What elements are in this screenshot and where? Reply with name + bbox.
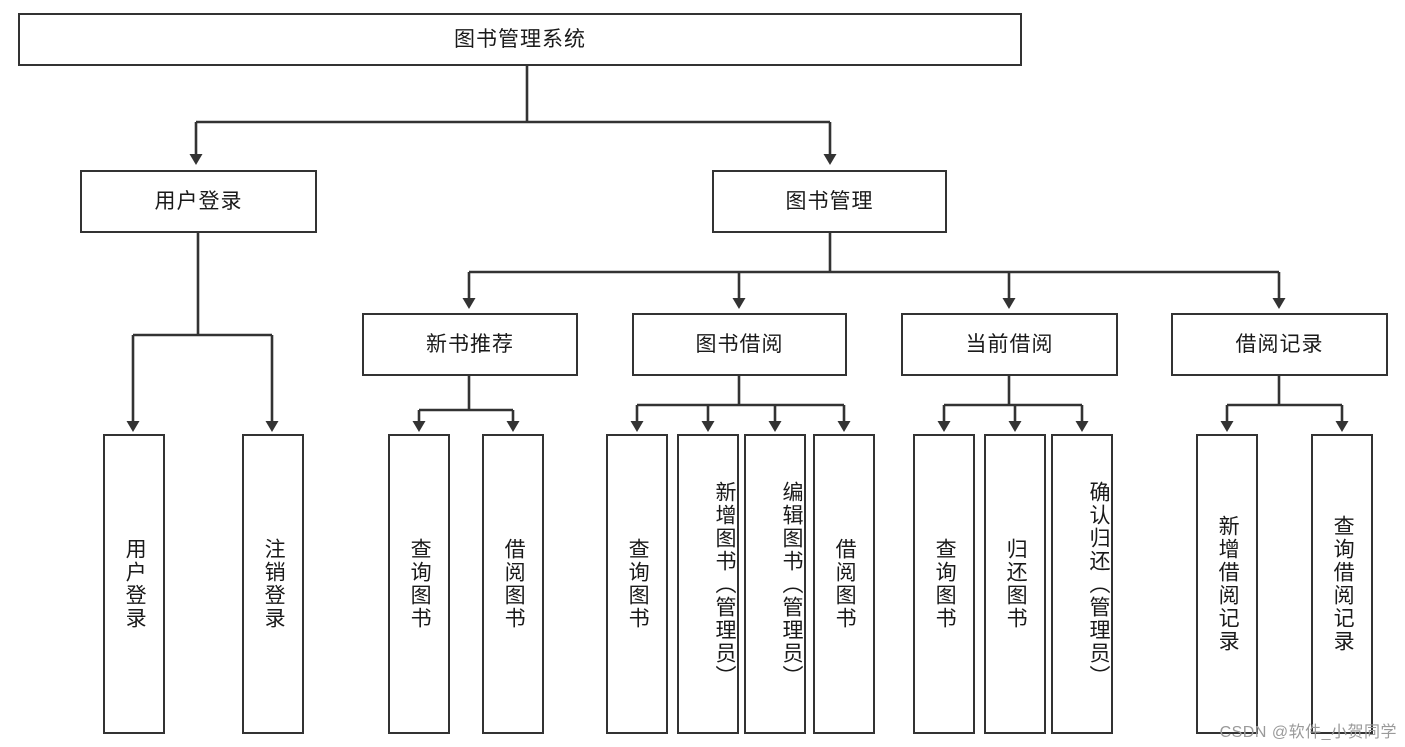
node-borrow-records-label: 借阅记录 <box>1235 332 1324 356</box>
node-book-management[interactable]: 图书管理 <box>712 170 947 233</box>
node-current-borrow-label: 当前借阅 <box>965 332 1054 356</box>
leaf-edit-book[interactable]: 编辑图书（管理员） <box>744 434 806 734</box>
node-new-book-recommend-label: 新书推荐 <box>426 332 514 356</box>
leaf-borrow-book-1-label: 借阅图书 <box>502 538 526 630</box>
leaf-logout[interactable]: 注销登录 <box>242 434 304 734</box>
leaf-borrow-book-2[interactable]: 借阅图书 <box>813 434 875 734</box>
leaf-query-book-2[interactable]: 查询图书 <box>606 434 668 734</box>
leaf-confirm-return[interactable]: 确认归还（管理员） <box>1051 434 1113 734</box>
leaf-add-record-label: 新增借阅记录 <box>1216 515 1240 653</box>
leaf-borrow-book-2-label: 借阅图书 <box>833 538 857 630</box>
leaf-query-record[interactable]: 查询借阅记录 <box>1311 434 1373 734</box>
leaf-query-book-2-label: 查询图书 <box>626 538 650 630</box>
leaf-return-book[interactable]: 归还图书 <box>984 434 1046 734</box>
csdn-watermark: CSDN @软件_小贺同学 <box>1219 724 1397 741</box>
leaf-add-record[interactable]: 新增借阅记录 <box>1196 434 1258 734</box>
leaf-borrow-book-1[interactable]: 借阅图书 <box>482 434 544 734</box>
node-book-management-label: 图书管理 <box>785 189 874 213</box>
node-root[interactable]: 图书管理系统 <box>18 13 1022 66</box>
leaf-edit-book-label: 编辑图书（管理员） <box>780 480 803 688</box>
leaf-return-book-label: 归还图书 <box>1004 538 1028 630</box>
leaf-query-record-label: 查询借阅记录 <box>1331 515 1355 653</box>
node-user-login-label: 用户登录 <box>154 189 243 213</box>
leaf-confirm-return-label: 确认归还（管理员） <box>1087 480 1110 688</box>
leaf-logout-label: 注销登录 <box>262 538 286 630</box>
leaf-user-login-label: 用户登录 <box>123 538 147 630</box>
leaf-add-book[interactable]: 新增图书（管理员） <box>677 434 739 734</box>
node-borrow-records[interactable]: 借阅记录 <box>1171 313 1388 376</box>
leaf-add-book-label: 新增图书（管理员） <box>713 480 736 688</box>
node-current-borrow[interactable]: 当前借阅 <box>901 313 1118 376</box>
leaf-user-login[interactable]: 用户登录 <box>103 434 165 734</box>
leaf-query-book-1-label: 查询图书 <box>408 538 432 630</box>
node-new-book-recommend[interactable]: 新书推荐 <box>362 313 578 376</box>
leaf-query-book-3[interactable]: 查询图书 <box>913 434 975 734</box>
node-user-login[interactable]: 用户登录 <box>80 170 317 233</box>
node-root-label: 图书管理系统 <box>454 27 586 51</box>
leaf-query-book-3-label: 查询图书 <box>933 538 957 630</box>
node-book-borrow-label: 图书借阅 <box>695 332 784 356</box>
leaf-query-book-1[interactable]: 查询图书 <box>388 434 450 734</box>
node-book-borrow[interactable]: 图书借阅 <box>632 313 847 376</box>
